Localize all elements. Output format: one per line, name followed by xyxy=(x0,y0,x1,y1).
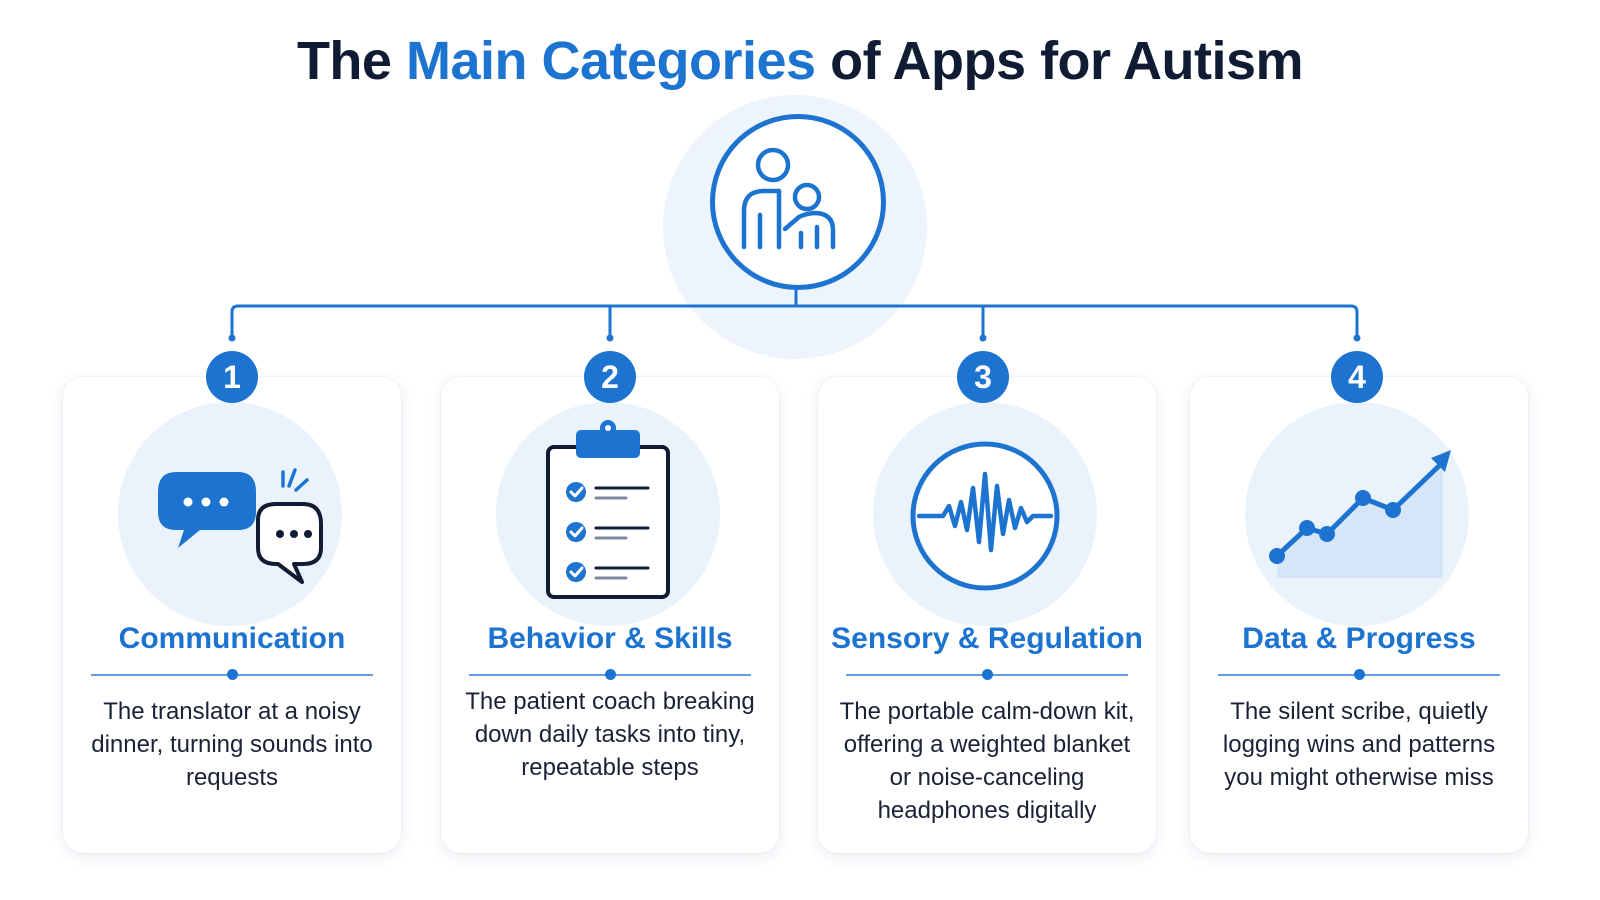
category-title: Communication xyxy=(118,622,346,655)
page-title: The Main Categories of Apps for Autism xyxy=(0,30,1600,92)
clipboard-checklist-icon xyxy=(546,420,670,599)
parent-child-icon xyxy=(741,147,836,250)
category-card-data: Data & Progress The silent scribe, quiet… xyxy=(1190,377,1528,853)
category-title: Behavior & Skills xyxy=(487,622,733,655)
category-card-sensory: Sensory & Regulation The portable calm-d… xyxy=(818,377,1156,853)
divider-dot xyxy=(604,669,616,680)
category-title: Sensory & Regulation xyxy=(831,622,1143,655)
divider-dot xyxy=(981,669,993,680)
divider-dot xyxy=(1353,669,1365,680)
title-prefix: The xyxy=(296,31,392,91)
category-description: The patient coach breaking down daily ta… xyxy=(465,688,755,781)
growth-chart-icon xyxy=(1269,450,1451,578)
category-description: The silent scribe, quietly logging wins … xyxy=(1222,698,1496,791)
category-description: The translator at a noisy dinner, turnin… xyxy=(91,698,373,791)
category-number-badge: 1 xyxy=(206,351,258,403)
category-title: Data & Progress xyxy=(1242,622,1476,655)
category-card-behavior: Behavior & Skills The patient coach brea… xyxy=(441,377,779,853)
category-number-badge: 3 xyxy=(957,351,1009,403)
title-highlight: Main Categories xyxy=(405,31,816,91)
sound-wave-icon xyxy=(910,441,1060,591)
hub-circle xyxy=(710,114,886,290)
category-number-badge: 4 xyxy=(1331,351,1383,403)
divider-dot xyxy=(226,669,238,680)
category-description: The portable calm-down kit, offering a w… xyxy=(839,698,1135,824)
speech-bubbles-icon xyxy=(158,468,323,584)
title-suffix: of Apps for Autism xyxy=(830,31,1304,91)
category-card-communication: Communication The translator at a noisy … xyxy=(63,377,401,853)
category-number-badge: 2 xyxy=(584,351,636,403)
